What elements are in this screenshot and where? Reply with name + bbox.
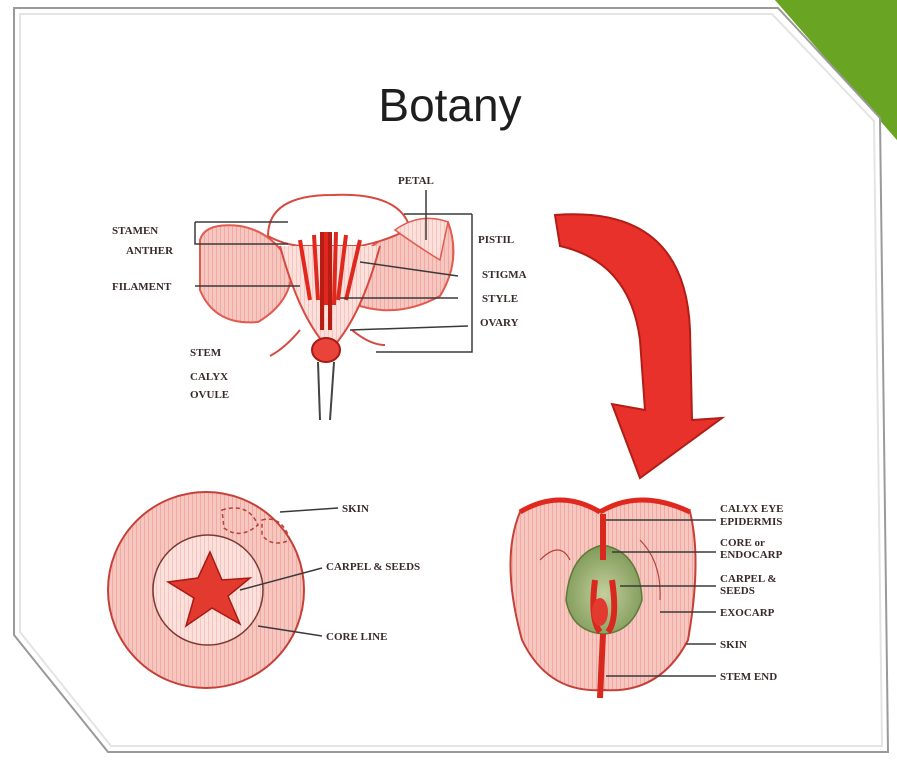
- label-exocarp: EXOCARP: [720, 607, 775, 619]
- label-epidermis: EPIDERMIS: [720, 516, 782, 528]
- ovary: [312, 338, 340, 362]
- label-anther: ANTHER: [126, 245, 174, 257]
- label-calyx: CALYX: [190, 371, 228, 383]
- petal-top: [268, 195, 410, 246]
- label-core-or: CORE or: [720, 537, 765, 549]
- label-style: STYLE: [482, 293, 518, 305]
- label-stem-end: STEM END: [720, 671, 777, 683]
- label-pistil: PISTIL: [478, 234, 514, 246]
- slide-title: Botany: [300, 78, 600, 132]
- label-carpel-seeds: CARPEL & SEEDS: [326, 561, 420, 573]
- label-ovule: OVULE: [190, 389, 229, 401]
- label-core-line: CORE LINE: [326, 631, 387, 643]
- label-endocarp: ENDOCARP: [720, 549, 783, 561]
- label-stem: STEM: [190, 347, 222, 359]
- label-stamen: STAMEN: [112, 225, 158, 237]
- label-petal: PETAL: [398, 175, 434, 187]
- label-stigma: STIGMA: [482, 269, 527, 281]
- label-seeds: SEEDS: [720, 585, 755, 597]
- label-filament: FILAMENT: [112, 281, 172, 293]
- label-carpel: CARPEL &: [720, 573, 777, 585]
- label-calyx-eye: CALYX EYE: [720, 503, 783, 515]
- label-skin: SKIN: [342, 503, 369, 515]
- label-long-skin: SKIN: [720, 639, 747, 651]
- label-ovary: OVARY: [480, 317, 519, 329]
